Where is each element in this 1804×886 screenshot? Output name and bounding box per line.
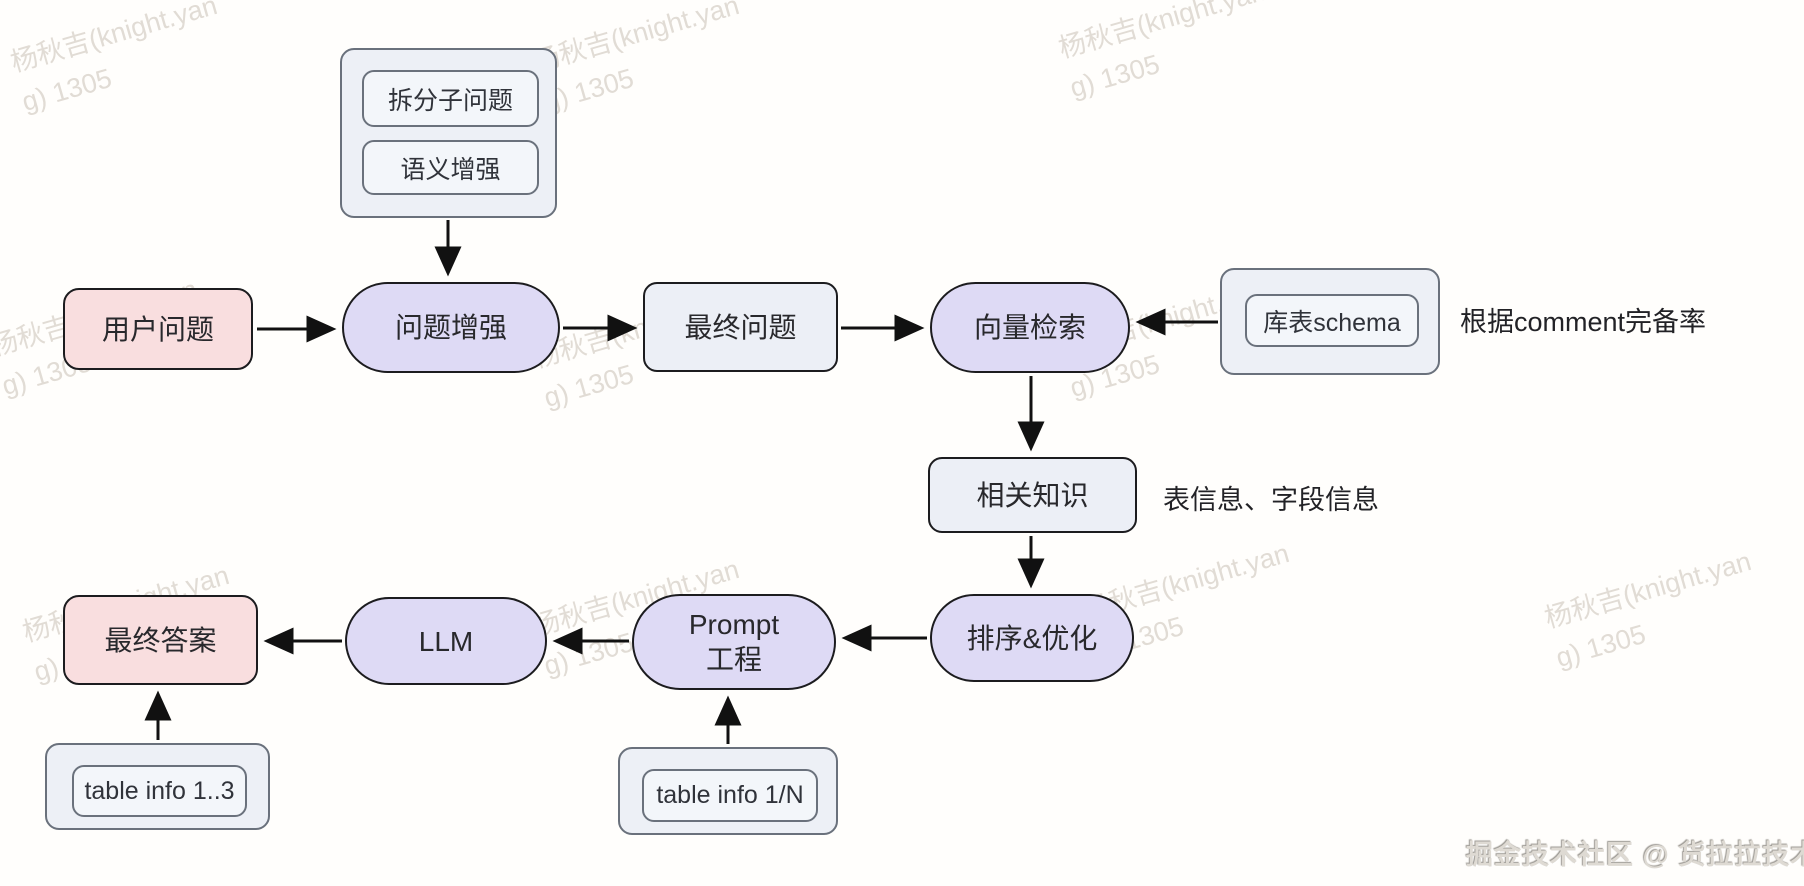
node-semantic-enhance: 语义增强 (362, 140, 539, 195)
node-question-augment: 问题增强 (342, 282, 560, 373)
source-caption: 掘金技术社区 @ 货拉拉技术 (1466, 840, 1804, 870)
watermark-text: 杨秋吉(knight.yan g) 1305 (7, 0, 221, 117)
node-final-answer: 最终答案 (63, 595, 258, 685)
schema-container: 库表schema (1220, 268, 1440, 375)
node-table-info-1-3: table info 1..3 (72, 765, 247, 817)
node-split-sub-question: 拆分子问题 (362, 70, 539, 127)
node-table-info-1-n: table info 1/N (642, 769, 818, 822)
node-sort-optimize: 排序&优化 (930, 594, 1134, 682)
watermark-text: 杨秋吉(knight.yan g) 1305 (1541, 546, 1755, 673)
node-llm: LLM (345, 597, 547, 685)
table-info-1-3-container: table info 1..3 (45, 743, 270, 830)
watermark-text: 杨秋吉(knight.yan g) 1305 (1055, 0, 1269, 103)
node-prompt-engineering: Prompt 工程 (632, 594, 836, 690)
node-related-knowledge: 相关知识 (928, 457, 1137, 533)
node-vector-search: 向量检索 (930, 282, 1130, 373)
annotation-table-field-info: 表信息、字段信息 (1163, 485, 1379, 515)
watermark-text: 杨秋吉(knight.yan g) 1305 (529, 0, 743, 117)
augment-methods-container: 拆分子问题 语义增强 (340, 48, 557, 218)
prompt-line1: Prompt (688, 609, 780, 640)
node-final-question: 最终问题 (643, 282, 838, 372)
node-user-question: 用户问题 (63, 288, 253, 370)
table-info-1-n-container: table info 1/N (618, 747, 838, 835)
node-table-schema: 库表schema (1245, 294, 1419, 347)
annotation-comment-rate: 根据comment完备率 (1460, 307, 1707, 337)
prompt-line2: 工程 (705, 644, 762, 675)
